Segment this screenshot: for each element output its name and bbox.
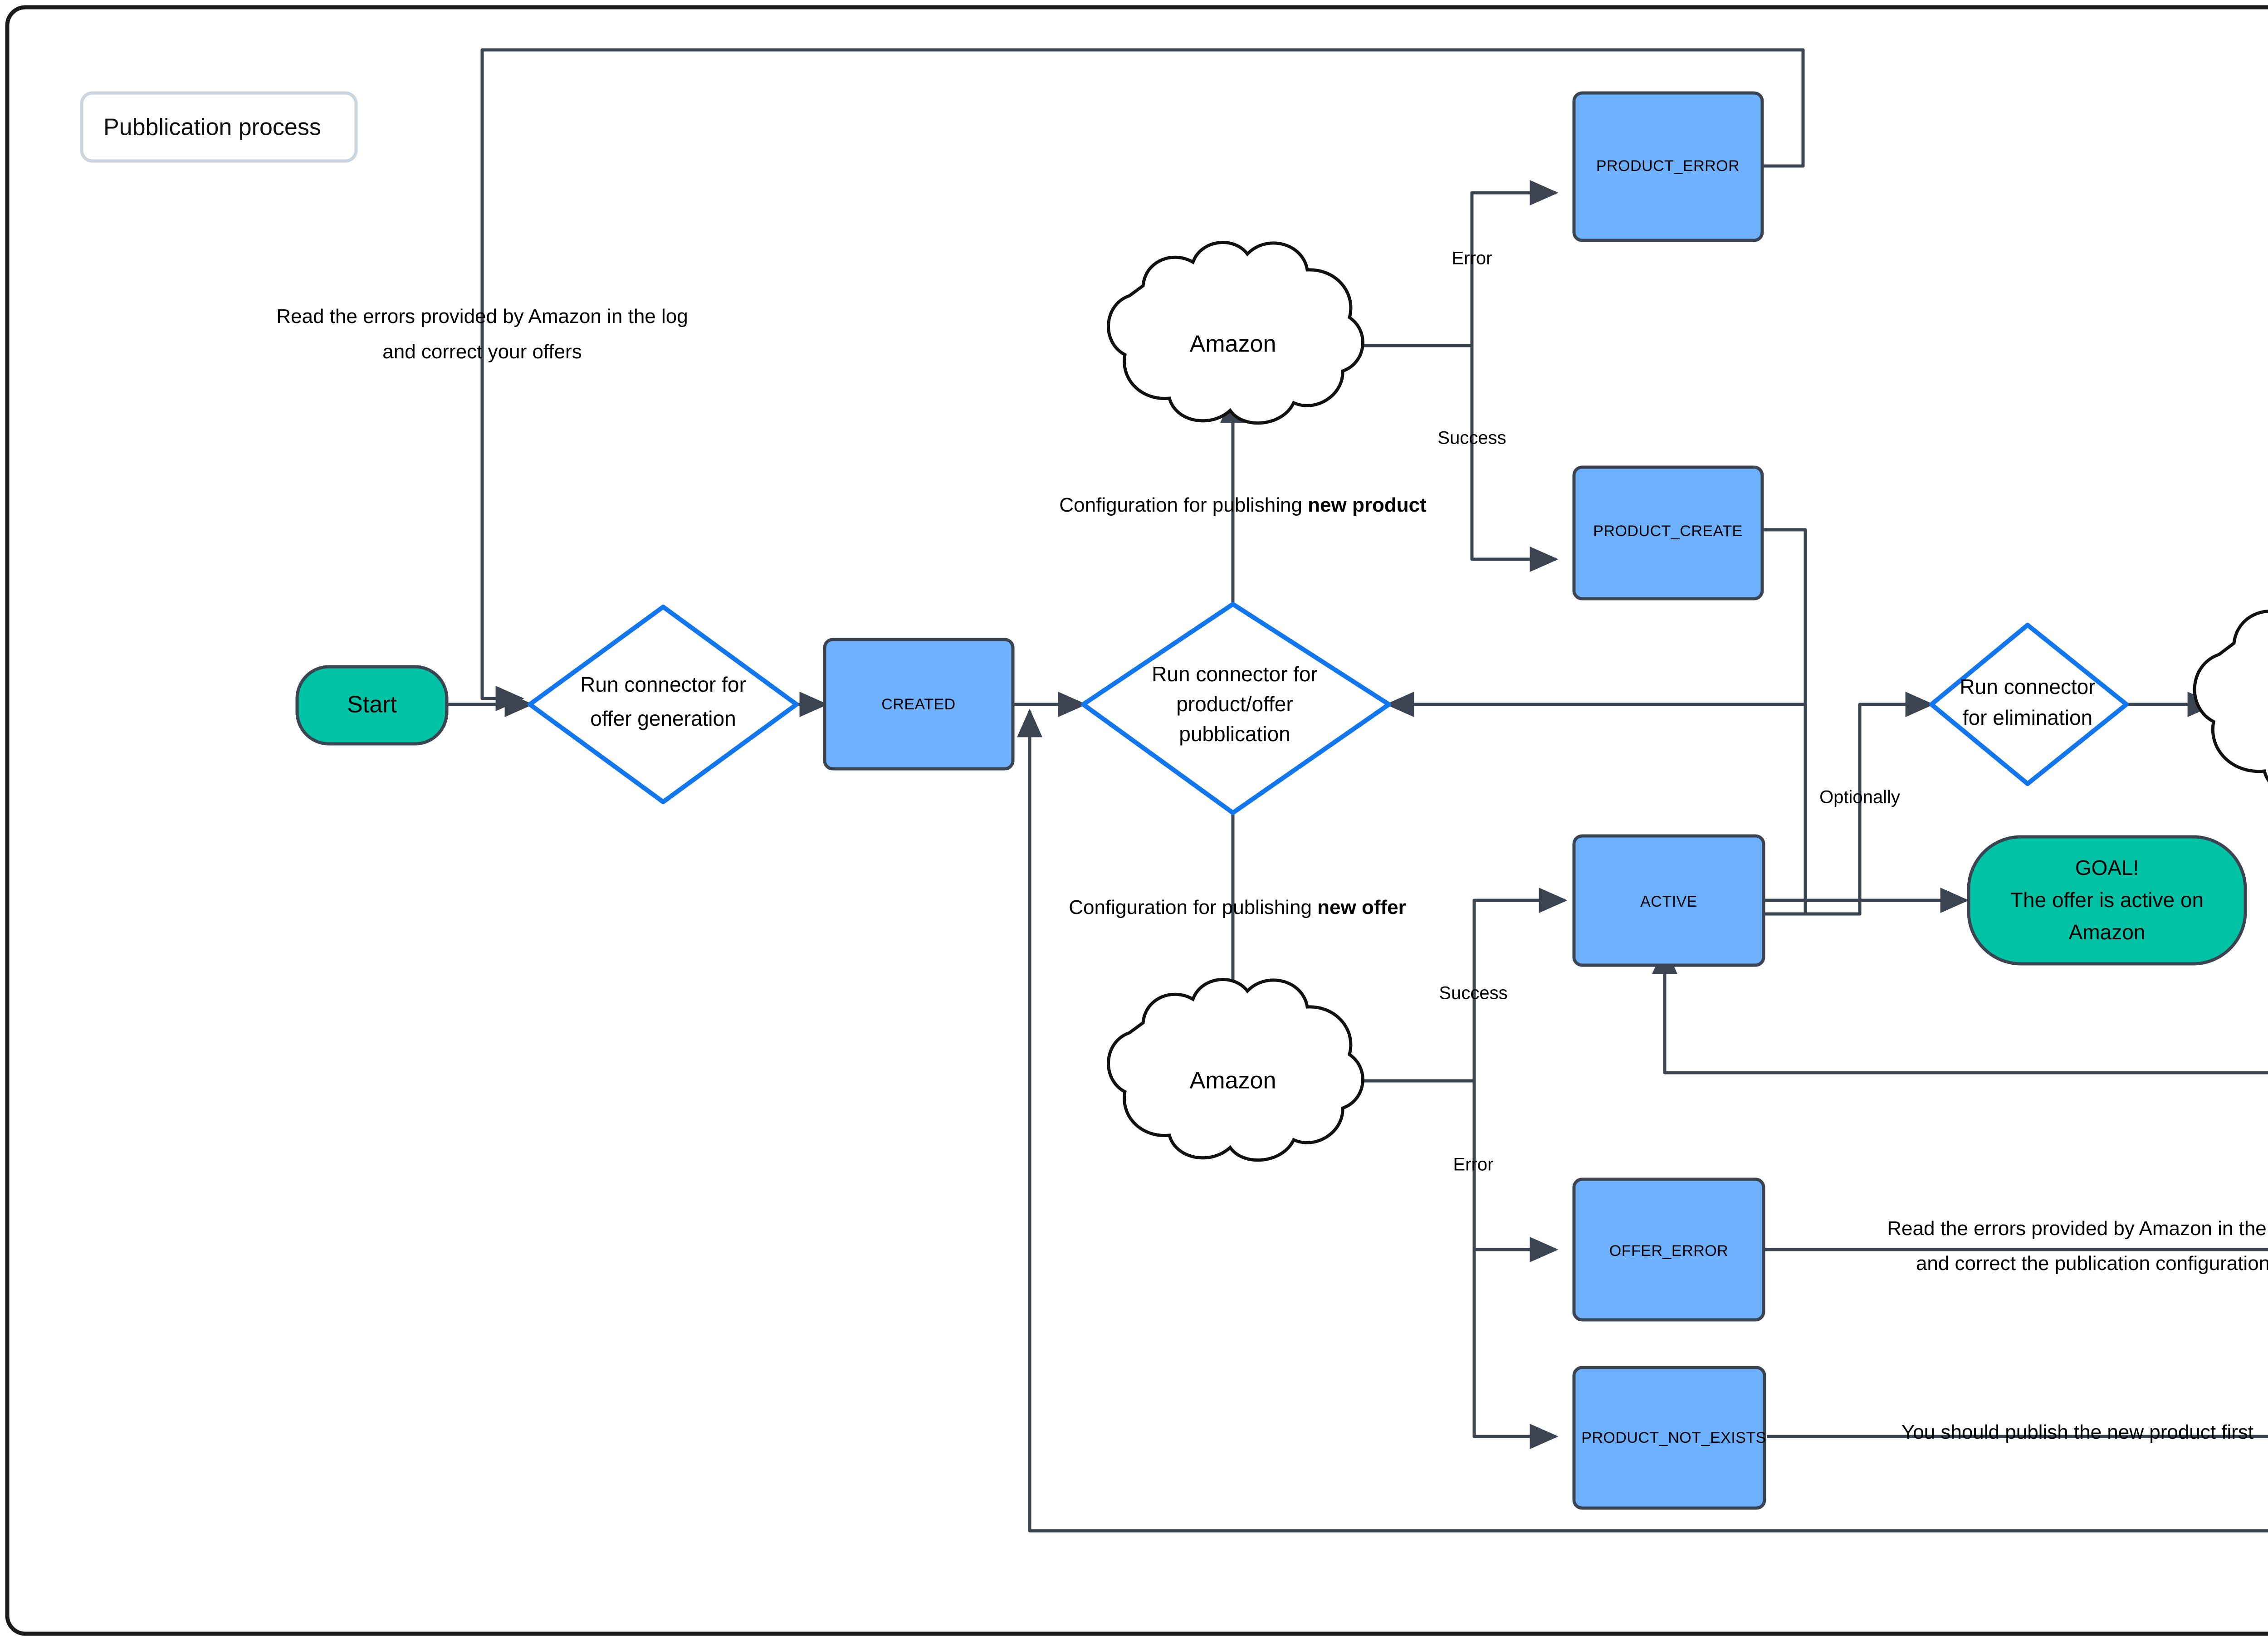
node-amazon-cloud-right: Amazon <box>2193 610 2268 782</box>
node-product-create[interactable]: PRODUCT_CREATE <box>1572 465 1764 601</box>
note-config-new-offer: Configuration for publishing new offer <box>1069 896 1406 918</box>
node-start[interactable]: Start <box>295 665 449 746</box>
note-read-errors-config: Read the errors provided by Amazon in th… <box>1887 1217 2268 1275</box>
edge-label-success-bottom: Success <box>1439 983 1507 1003</box>
page-title: Pubblication process <box>103 114 321 141</box>
node-created[interactable]: CREATED <box>823 638 1015 771</box>
edge-offererror-loopback <box>1017 708 2268 1533</box>
node-offergen-label-line2: offer generation <box>590 707 736 730</box>
note-read-errors-offers: Read the errors provided by Amazon in th… <box>276 305 688 363</box>
node-product-create-label: PRODUCT_CREATE <box>1593 523 1742 540</box>
node-publication-label-line2: product/offer <box>1176 692 1293 716</box>
edge-label-error-top: Error <box>1452 249 1492 269</box>
node-product-not-exists-label: PRODUCT_NOT_EXISTS <box>1581 1429 1766 1446</box>
edge-amazontop-error <box>1470 180 1559 346</box>
edge-active-optionally-elimination <box>1764 692 1934 916</box>
node-amazon-top-label: Amazon <box>1190 331 1276 357</box>
note-config-new-product-bold: new product <box>1308 494 1427 516</box>
node-offergen-label-line1: Run connector for <box>580 673 746 696</box>
node-offer-error-label: OFFER_ERROR <box>1609 1242 1728 1260</box>
node-goal[interactable]: GOAL! The offer is active on Amazon <box>1967 835 2247 966</box>
node-goal-label-line3: Amazon <box>2069 920 2146 944</box>
node-amazon-cloud-top: Amazon <box>1107 241 1364 425</box>
node-run-offer-generation[interactable]: Run connector for offer generation <box>528 605 799 804</box>
node-active-label: ACTIVE <box>1640 893 1697 910</box>
node-run-elimination[interactable]: Run connector for elimination <box>1929 623 2129 786</box>
edge-label-error-bottom: Error <box>1453 1155 1494 1175</box>
edge-amazonright-error-to-active <box>1652 945 2268 1074</box>
diagram-frame <box>5 5 2268 1636</box>
node-elimination-label-line2: for elimination <box>1963 706 2092 729</box>
note-config-new-offer-bold: new offer <box>1317 896 1406 918</box>
node-elimination-label-line1: Run connector <box>1960 675 2095 698</box>
node-offer-error[interactable]: OFFER_ERROR <box>1572 1177 1765 1322</box>
node-active[interactable]: ACTIVE <box>1572 834 1765 967</box>
note-read-errors-config-line1: Read the errors provided by Amazon in th… <box>1887 1217 2268 1240</box>
node-created-label: CREATED <box>881 696 955 713</box>
page-title-box: Pubblication process <box>80 91 358 163</box>
edge-amazontop-success <box>1470 346 1559 572</box>
node-product-error[interactable]: PRODUCT_ERROR <box>1572 91 1764 242</box>
edge-error-to-productnotexists <box>1472 1250 1559 1449</box>
node-amazon-bottom-label: Amazon <box>1190 1068 1276 1094</box>
node-start-label: Start <box>347 692 397 718</box>
edge-label-success-top: Success <box>1437 428 1506 448</box>
edge-label-optionally: Optionally <box>1819 787 1900 807</box>
note-read-errors-offers-line1: Read the errors provided by Amazon in th… <box>276 305 688 327</box>
note-config-new-product: Configuration for publishing new product <box>1059 494 1427 516</box>
node-amazon-cloud-bottom: Amazon <box>1107 978 1364 1162</box>
node-publication-label-line1: Run connector for <box>1152 662 1318 686</box>
edge-productcreate-to-publication <box>1385 528 1807 717</box>
node-publication-label-line3: pubblication <box>1179 722 1290 746</box>
note-config-new-product-prefix: Configuration for publishing <box>1059 494 1308 516</box>
note-publish-product-first: You should publish the new product first <box>1901 1421 2253 1443</box>
edge-amazonbottom-success <box>1472 888 1568 1081</box>
node-product-error-label: PRODUCT_ERROR <box>1596 157 1740 175</box>
node-product-not-exists[interactable]: PRODUCT_NOT_EXISTS <box>1572 1366 1766 1510</box>
node-goal-label-line1: GOAL! <box>2075 856 2139 879</box>
node-goal-label-line2: The offer is active on <box>2010 888 2204 912</box>
note-read-errors-offers-line2: and correct your offers <box>382 341 582 363</box>
edge-producterror-loopback <box>480 48 1805 711</box>
note-read-errors-config-line2: and correct the publication configuratio… <box>1916 1252 2268 1275</box>
note-config-new-offer-prefix: Configuration for publishing <box>1069 896 1317 918</box>
node-run-publication[interactable]: Run connector for product/offer pubblica… <box>1081 602 1391 815</box>
